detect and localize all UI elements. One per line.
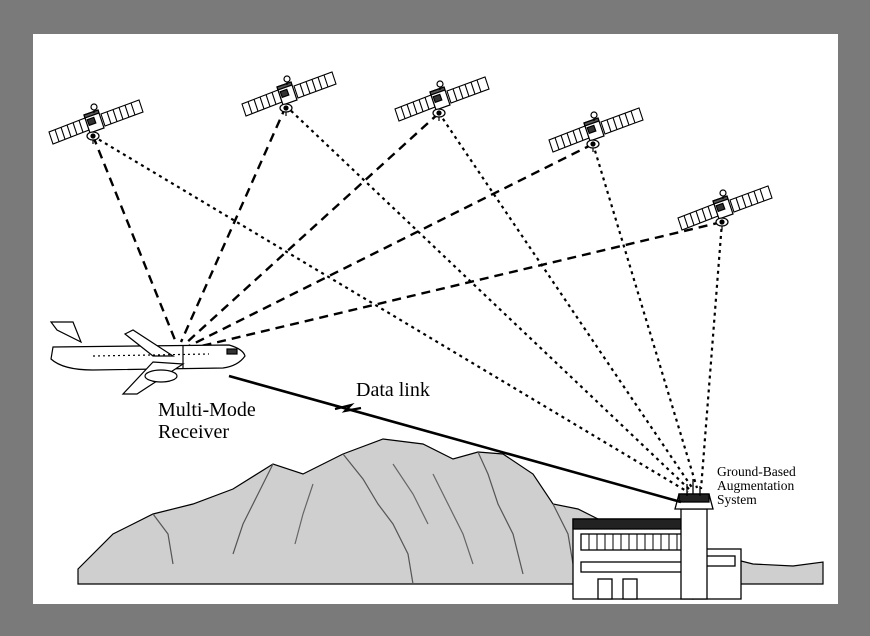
link-ground-sat-3	[438, 112, 694, 490]
satellite-icon	[394, 76, 490, 122]
link-aircraft-sat-1	[91, 135, 177, 341]
gbas-label-line2: Augmentation	[717, 478, 795, 494]
link-ground-sat-5	[699, 221, 724, 490]
receiver-label: Multi-Mode Receiver	[158, 399, 256, 443]
link-aircraft-sat-5	[192, 220, 723, 350]
gbas-label: Ground-Based Augmentation System	[717, 464, 796, 508]
satellite-icon	[241, 71, 337, 117]
link-ground-sat-4	[591, 143, 699, 489]
ground-satellite-links	[92, 105, 724, 493]
gbas-label-line1: Ground-Based	[717, 464, 796, 479]
gbas-scene	[48, 71, 824, 600]
link-ground-sat-2	[285, 105, 691, 491]
link-aircraft-sat-4	[188, 142, 594, 348]
diagram-frame: Multi-Mode Receiver Data link Ground-Bas…	[33, 34, 838, 604]
receiver-label-line2: Receiver	[158, 421, 230, 443]
data-link-label: Data link	[356, 379, 430, 401]
aircraft-satellite-links	[91, 105, 723, 350]
control-tower	[680, 508, 708, 600]
satellite-icon	[677, 185, 773, 231]
aircraft-icon	[49, 321, 246, 395]
data-link-bolt	[334, 402, 362, 413]
link-aircraft-sat-2	[179, 105, 288, 343]
receiver-label-line1: Multi-Mode	[158, 399, 256, 421]
satellite-icon	[548, 107, 644, 153]
ground-station	[572, 479, 742, 600]
satellite-icon	[48, 99, 144, 145]
gbas-label-line3: System	[717, 492, 757, 508]
data-link	[228, 374, 682, 504]
link-aircraft-sat-3	[184, 112, 440, 345]
